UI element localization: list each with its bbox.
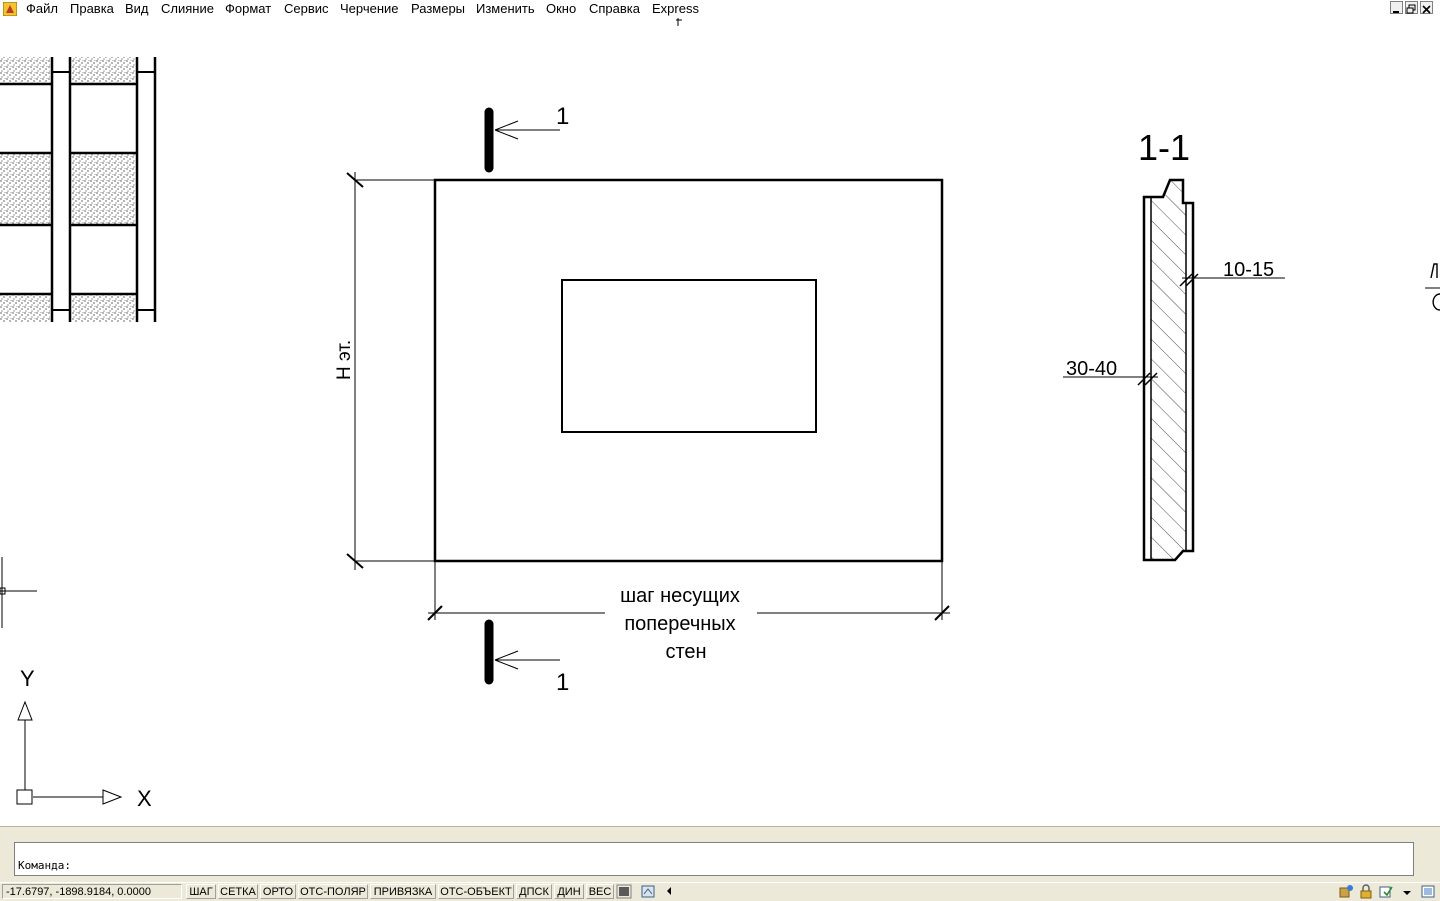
minimize-button[interactable] [1390, 1, 1403, 14]
crosshair-cursor [0, 557, 37, 628]
dim-inner-layer: 10-15 [1223, 259, 1274, 281]
ucs-x-label: X [137, 786, 152, 811]
toggle-dyn[interactable]: ДИН [554, 884, 584, 899]
close-button[interactable] [1420, 1, 1433, 14]
menu-dimension[interactable]: Размеры [411, 1, 466, 16]
menu-file[interactable]: Файл [26, 1, 58, 16]
section-mark-top: 1 [484, 103, 569, 173]
minimize-icon [1393, 11, 1399, 13]
close-icon [1422, 5, 1431, 14]
menu-tools[interactable]: Сервис [284, 1, 329, 16]
ucs-icon: Y X [16, 666, 152, 811]
toggle-ducs[interactable]: ДПСК [516, 884, 552, 899]
ucs-y-label: Y [20, 666, 35, 691]
menu-express[interactable]: Express [652, 1, 699, 16]
menu-bar: Файл Правка Вид Слияние Формат Сервис Че… [0, 0, 1440, 18]
drawing-canvas[interactable]: 1 1 Н эт. шаг несущих поперечных стен 1-… [0, 18, 1440, 826]
statusbar-options-chevron-down-icon[interactable] [1400, 884, 1414, 899]
model-space-icon[interactable] [616, 884, 632, 899]
menu-draw[interactable]: Черчение [340, 1, 399, 16]
toggle-ortho[interactable]: ОРТО [260, 884, 296, 899]
section-mark-bottom: 1 [484, 619, 569, 696]
height-dimension: Н эт. [334, 172, 435, 570]
section-mark-top-label: 1 [556, 103, 569, 130]
menu-window[interactable]: Окно [546, 1, 577, 16]
width-label-line-3: стен [665, 641, 706, 663]
tray-settings-icon[interactable] [1378, 884, 1394, 899]
toggle-snap[interactable]: ШАГ [186, 884, 216, 899]
window-opening[interactable] [561, 279, 817, 433]
height-label: Н эт. [334, 340, 355, 380]
toggle-osnap[interactable]: ПРИВЯЗКА [370, 884, 436, 899]
cursor-tick [676, 18, 682, 26]
command-line-panel: Команда: [0, 826, 1440, 883]
offscreen-annotation-fragment [1425, 263, 1440, 311]
section-mark-bottom-label: 1 [556, 669, 569, 696]
width-label-line-2: поперечных [624, 613, 735, 635]
restore-button[interactable] [1405, 1, 1418, 14]
menu-view[interactable]: Вид [125, 1, 149, 16]
toggle-otrack[interactable]: ОТС-ОБЪЕКТ [438, 884, 514, 899]
menu-format[interactable]: Формат [225, 1, 272, 16]
toolbar-lock-icon[interactable] [1358, 884, 1374, 899]
maximize-viewport-icon[interactable] [640, 884, 656, 899]
menu-help[interactable]: Справка [589, 1, 640, 16]
command-prompt: Команда: [18, 859, 71, 872]
statusbar-menu-arrow-icon[interactable] [664, 884, 674, 899]
drawing-svg: 1 1 Н эт. шаг несущих поперечных стен 1-… [0, 18, 1440, 811]
menu-edit[interactable]: Правка [70, 1, 114, 16]
clean-screen-icon[interactable] [1420, 884, 1436, 899]
menu-merge[interactable]: Слияние [161, 1, 214, 16]
command-line[interactable]: Команда: [14, 842, 1414, 876]
restore-icon [1406, 4, 1416, 14]
coordinate-readout[interactable]: -17.6797, -1898.9184, 0.0000 [2, 884, 182, 899]
toggle-lwt[interactable]: ВЕС [586, 884, 614, 899]
communication-center-icon[interactable] [1338, 884, 1354, 899]
autocad-app-icon[interactable] [3, 2, 17, 16]
width-dimension: шаг несущих поперечных стен [427, 561, 950, 663]
width-label-line-1: шаг несущих [620, 585, 740, 607]
toggle-grid[interactable]: СЕТКА [218, 884, 258, 899]
status-bar: -17.6797, -1898.9184, 0.0000 ШАГ СЕТКА О… [0, 882, 1440, 901]
toggle-polar[interactable]: ОТС-ПОЛЯР [298, 884, 368, 899]
wall-panel[interactable] [433, 178, 944, 563]
menu-modify[interactable]: Изменить [476, 1, 535, 16]
section-title: 1-1 [1138, 127, 1190, 168]
section-view: 1-1 10-15 30-40 [1063, 127, 1285, 562]
dim-outer-layer: 30-40 [1066, 358, 1117, 380]
facade-fragment [0, 57, 157, 322]
